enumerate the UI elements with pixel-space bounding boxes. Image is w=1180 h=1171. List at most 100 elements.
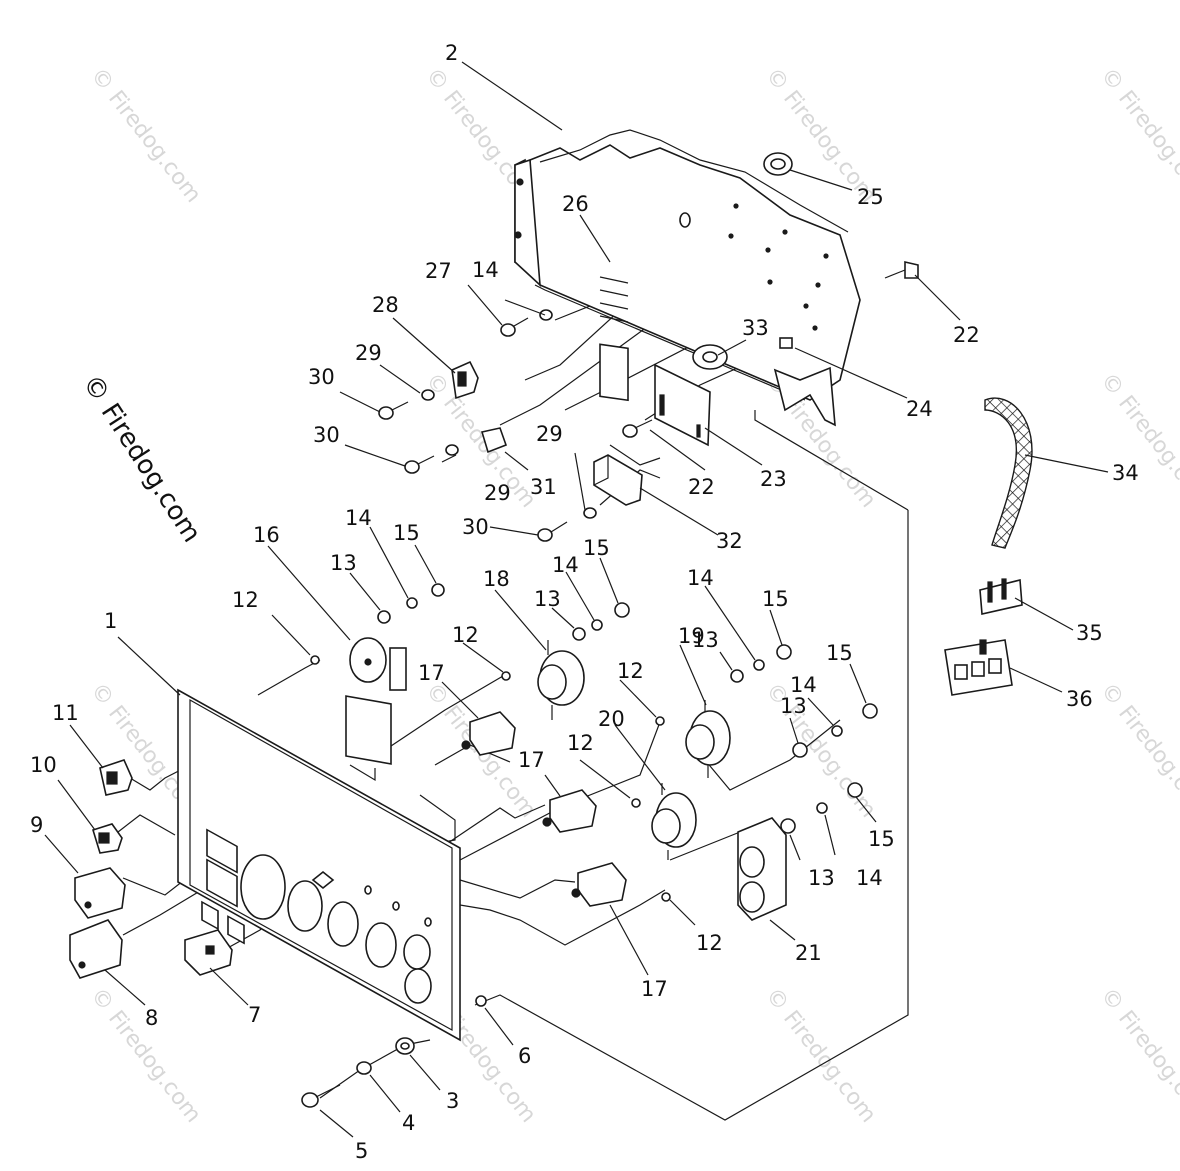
callout-15: 15 — [393, 521, 420, 545]
callout-21: 21 — [795, 941, 822, 965]
watermark-tile: © Firedog.com — [760, 983, 880, 1127]
callout-33: 33 — [742, 316, 769, 340]
callout-14: 14 — [552, 553, 579, 577]
standoff — [779, 337, 793, 349]
wiring-harness — [984, 397, 1033, 549]
callout-20: 20 — [598, 707, 625, 731]
hardware-set — [310, 583, 878, 902]
callout-7: 7 — [248, 1003, 261, 1027]
screw-22-lower — [622, 419, 653, 438]
callout-12: 12 — [567, 731, 594, 755]
callout-13: 13 — [780, 694, 807, 718]
grommet — [763, 152, 793, 176]
callout-13: 13 — [808, 866, 835, 890]
callout-23: 23 — [760, 467, 787, 491]
switch-10 — [92, 823, 123, 854]
callout-34: 34 — [1112, 461, 1139, 485]
panel-screw — [301, 995, 487, 1108]
callout-17: 17 — [518, 748, 545, 772]
callout-31: 31 — [530, 475, 557, 499]
callout-35: 35 — [1076, 621, 1103, 645]
callout-6: 6 — [518, 1044, 531, 1068]
terminal-block-large — [944, 639, 1013, 696]
callout-29: 29 — [484, 481, 511, 505]
callout-9: 9 — [30, 813, 43, 837]
callout-30: 30 — [308, 365, 335, 389]
callout-11: 11 — [52, 701, 79, 725]
callout-3: 3 — [446, 1089, 459, 1113]
callout-15: 15 — [868, 827, 895, 851]
breaker-17-middle — [542, 789, 597, 833]
switch-11 — [99, 759, 133, 796]
callout-30: 30 — [462, 515, 489, 539]
callout-26: 26 — [562, 192, 589, 216]
screw-27 — [500, 309, 553, 337]
callout-15: 15 — [762, 587, 789, 611]
control-panel — [177, 688, 461, 1042]
callout-12: 12 — [452, 623, 479, 647]
callout-29: 29 — [536, 422, 563, 446]
callout-4: 4 — [402, 1111, 415, 1135]
callout-28: 28 — [372, 293, 399, 317]
callout-16: 16 — [253, 523, 280, 547]
watermark-tile: © Firedog.com — [1095, 678, 1180, 822]
breaker-8 — [69, 919, 123, 979]
idle-switch — [451, 360, 479, 400]
callout-14: 14 — [856, 866, 883, 890]
callout-17: 17 — [418, 661, 445, 685]
screw-30-lower — [537, 507, 597, 542]
callout-8: 8 — [145, 1006, 158, 1030]
watermark-main: © Firedog.com — [76, 369, 206, 548]
ring-terminal — [692, 344, 728, 370]
callout-15: 15 — [583, 536, 610, 560]
callout-29: 29 — [355, 341, 382, 365]
callout-32: 32 — [716, 529, 743, 553]
callout-labels: 1 2 3 4 5 6 7 8 9 10 11 12 12 12 12 12 1… — [30, 41, 1139, 1163]
callout-10: 10 — [30, 753, 57, 777]
callout-24: 24 — [906, 397, 933, 421]
terminal-strip — [599, 276, 629, 402]
screw-30-upper — [378, 389, 435, 420]
callout-25: 25 — [857, 185, 884, 209]
watermark-tile: © Firedog.com — [420, 368, 540, 512]
breaker-17-upper — [461, 711, 516, 756]
duplex-receptacle — [737, 817, 787, 921]
terminal-block-small — [979, 578, 1023, 615]
callout-18: 18 — [483, 567, 510, 591]
callout-12: 12 — [232, 588, 259, 612]
callout-27: 27 — [425, 259, 452, 283]
breaker-17-lower — [571, 862, 627, 907]
callout-22: 22 — [688, 475, 715, 499]
watermark-tile: © Firedog.com — [85, 983, 205, 1127]
callout-13: 13 — [692, 628, 719, 652]
callout-12: 12 — [696, 931, 723, 955]
receptacle-20 — [651, 783, 697, 860]
callout-14: 14 — [472, 258, 499, 282]
screw-30-middle — [404, 444, 459, 474]
callout-22: 22 — [953, 323, 980, 347]
callout-14: 14 — [345, 506, 372, 530]
callout-30: 30 — [313, 423, 340, 447]
circuit-board — [654, 363, 711, 447]
callout-13: 13 — [534, 587, 561, 611]
callout-14: 14 — [687, 566, 714, 590]
watermark-tile: © Firedog.com — [1095, 983, 1180, 1127]
control-module — [593, 454, 643, 506]
control-box-housing — [514, 129, 861, 427]
breaker-9 — [74, 867, 126, 919]
receptacle-19 — [685, 700, 731, 778]
watermark-tile: © Firedog.com — [760, 678, 880, 822]
watermark-tile: © Firedog.com — [85, 63, 205, 207]
small-switch — [480, 427, 508, 454]
callout-12: 12 — [617, 659, 644, 683]
watermark-tile: © Firedog.com — [1095, 368, 1180, 512]
callout-19: 19 — [678, 624, 705, 648]
receptacle-18 — [537, 640, 585, 720]
watermark-tile: © Firedog.com — [1095, 63, 1180, 207]
callout-14: 14 — [790, 673, 817, 697]
callout-2: 2 — [445, 41, 458, 65]
callout-13: 13 — [330, 551, 357, 575]
callout-1: 1 — [104, 609, 117, 633]
callout-36: 36 — [1066, 687, 1093, 711]
